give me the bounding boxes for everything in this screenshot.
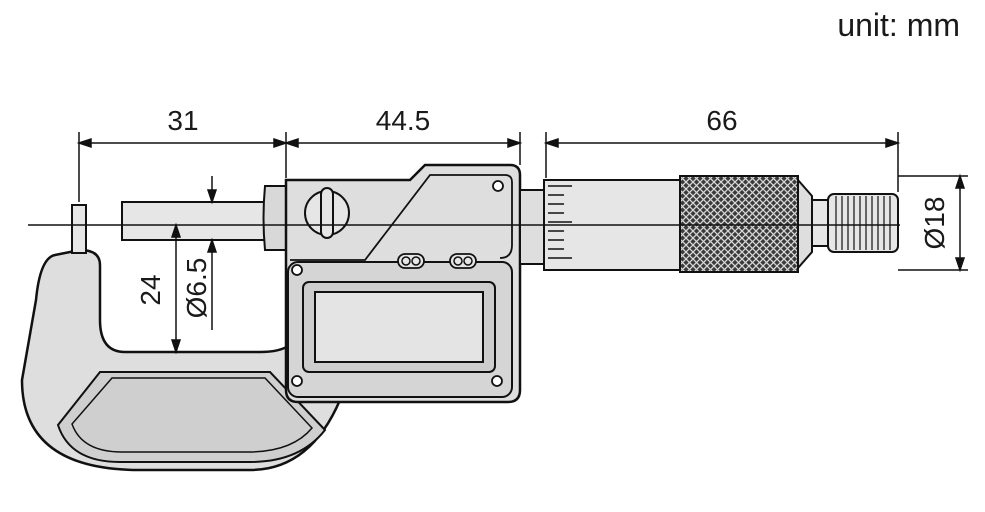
sleeve-graduations <box>548 185 572 259</box>
ratchet-ribs <box>835 196 891 250</box>
lcd-screen <box>314 291 484 363</box>
sleeve-neck <box>519 189 545 265</box>
screw-top-right <box>492 180 504 192</box>
frame-bevel <box>56 371 327 463</box>
dim-spindle-diameter: Ø6.5 <box>181 258 212 319</box>
screw-bottom-right <box>491 375 503 387</box>
dim-66: 66 <box>706 105 737 136</box>
housing-upper-panel <box>290 174 513 261</box>
dim-thimble-diameter: Ø18 <box>919 197 950 250</box>
frame-bevel-inner <box>71 377 314 453</box>
ratchet-stop[interactable] <box>827 193 899 253</box>
spindle-collar <box>262 185 291 251</box>
knurled-thimble[interactable] <box>679 175 799 273</box>
button-right-dot-a <box>453 256 463 266</box>
spindle <box>121 201 271 241</box>
button-left-dot-a <box>401 256 411 266</box>
button-left-dot-b <box>411 256 421 266</box>
anvil <box>71 204 87 254</box>
dim-44-5: 44.5 <box>376 105 431 136</box>
unit-label: unit: mm <box>837 7 960 43</box>
dim-lines <box>76 132 968 355</box>
button-right-dot-b <box>463 256 473 266</box>
dim-24: 24 <box>135 274 166 305</box>
lock-lever[interactable] <box>320 187 334 239</box>
thimble-cap <box>797 177 813 271</box>
screw-mid-left <box>291 264 303 276</box>
dim-31: 31 <box>167 105 198 136</box>
screw-bottom-left <box>291 375 303 387</box>
ratchet-neck <box>811 199 829 247</box>
